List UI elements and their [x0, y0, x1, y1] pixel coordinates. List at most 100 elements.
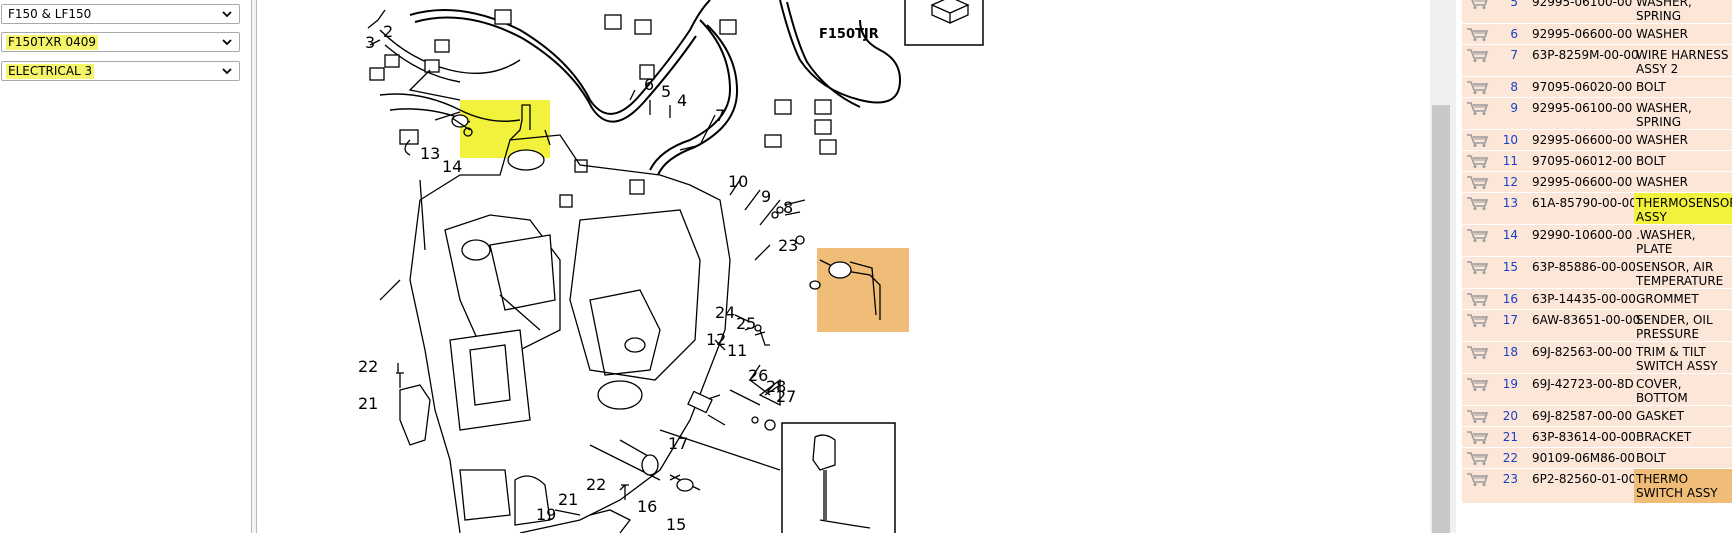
- add-to-cart-icon[interactable]: [1466, 26, 1490, 42]
- model-select[interactable]: F150 & LF150: [1, 4, 240, 24]
- variant-select[interactable]: F150TXR 0409: [1, 32, 240, 52]
- part-description: BOLT: [1636, 451, 1666, 465]
- part-number: 92995-06600-00: [1532, 133, 1633, 147]
- ref-number-link[interactable]: 11: [1502, 154, 1518, 168]
- category-select-value: ELECTRICAL 3: [6, 64, 95, 79]
- ref-number-link[interactable]: 14: [1502, 228, 1518, 242]
- ref-number-link[interactable]: 10: [1502, 133, 1518, 147]
- ref-number-link[interactable]: 20: [1502, 409, 1518, 423]
- svg-text:6: 6: [644, 75, 654, 94]
- part-number: 69J-82587-00-00: [1532, 409, 1633, 423]
- add-to-cart-icon[interactable]: [1466, 132, 1490, 148]
- svg-text:8: 8: [783, 198, 793, 217]
- add-to-cart-icon[interactable]: [1466, 100, 1490, 116]
- ref-number-link[interactable]: 16: [1502, 292, 1518, 306]
- ref-number-link[interactable]: 7: [1510, 48, 1518, 62]
- exploded-parts-diagram: 2 3 4 5 6 7 8 9 10 11 12 13 14 15 16 17 …: [260, 0, 1430, 533]
- add-to-cart-icon[interactable]: [1466, 291, 1490, 307]
- add-to-cart-icon[interactable]: [1466, 312, 1490, 328]
- svg-text:11: 11: [727, 341, 747, 360]
- add-to-cart-icon[interactable]: [1466, 174, 1490, 190]
- add-to-cart-icon[interactable]: [1466, 227, 1490, 243]
- part-number: 92995-06600-00: [1532, 175, 1633, 189]
- ref-number-link[interactable]: 17: [1502, 313, 1518, 327]
- part-number: 90109-06M86-00: [1532, 451, 1635, 465]
- part-description: .WASHER, PLATE: [1636, 228, 1696, 256]
- add-to-cart-icon[interactable]: [1466, 153, 1490, 169]
- svg-text:2: 2: [383, 22, 393, 41]
- svg-text:21: 21: [358, 394, 378, 413]
- category-select[interactable]: ELECTRICAL 3: [1, 61, 240, 81]
- part-number: 63P-14435-00-00: [1532, 292, 1636, 306]
- svg-text:9: 9: [761, 187, 771, 206]
- highlight-zone-23-25: [817, 248, 909, 332]
- svg-text:24: 24: [715, 303, 735, 322]
- ref-number-link[interactable]: 5: [1510, 0, 1518, 9]
- add-to-cart-icon[interactable]: [1466, 429, 1490, 445]
- part-description: TRIM & TILT SWITCH ASSY: [1636, 345, 1718, 373]
- svg-text:21: 21: [558, 490, 578, 509]
- ref-number-link[interactable]: 23: [1502, 472, 1518, 486]
- add-to-cart-icon[interactable]: [1466, 376, 1490, 392]
- add-to-cart-icon[interactable]: [1466, 47, 1490, 63]
- svg-text:17: 17: [668, 434, 688, 453]
- add-to-cart-icon[interactable]: [1466, 471, 1490, 487]
- ref-number-link[interactable]: 15: [1502, 260, 1518, 274]
- add-to-cart-icon[interactable]: [1466, 0, 1490, 10]
- svg-text:4: 4: [677, 91, 687, 110]
- scrollbar-thumb[interactable]: [1432, 105, 1450, 533]
- svg-text:22: 22: [586, 475, 606, 494]
- part-description: WASHER: [1636, 27, 1688, 41]
- chevron-down-icon: [222, 68, 232, 75]
- ref-number-link[interactable]: 18: [1502, 345, 1518, 359]
- part-number: 97095-06020-00: [1532, 80, 1633, 94]
- ref-number-link[interactable]: 13: [1502, 196, 1518, 210]
- svg-text:14: 14: [442, 157, 462, 176]
- diagram-scrollbar[interactable]: [1430, 0, 1456, 533]
- ref-number-link[interactable]: 8: [1510, 80, 1518, 94]
- add-to-cart-icon[interactable]: [1466, 259, 1490, 275]
- ref-number-link[interactable]: 19: [1502, 377, 1518, 391]
- ref-number-link[interactable]: 9: [1510, 101, 1518, 115]
- svg-text:16: 16: [637, 497, 657, 516]
- part-description: THERMO SWITCH ASSY: [1634, 469, 1732, 503]
- variant-select-value: F150TXR 0409: [6, 35, 99, 50]
- add-to-cart-icon[interactable]: [1466, 195, 1490, 211]
- part-description: SENSOR, AIR TEMPERATURE: [1636, 260, 1724, 288]
- ref-number-link[interactable]: 22: [1502, 451, 1518, 465]
- part-description: BOLT: [1636, 80, 1666, 94]
- part-number: 92995-06600-00: [1532, 27, 1633, 41]
- part-description: THERMOSENSOR ASSY: [1634, 193, 1732, 224]
- panel-splitter[interactable]: [251, 0, 257, 533]
- add-to-cart-icon[interactable]: [1466, 408, 1490, 424]
- svg-text:5: 5: [661, 82, 671, 101]
- part-number: 92995-06100-00: [1532, 101, 1633, 115]
- part-number: 92995-06100-00: [1532, 0, 1633, 9]
- part-description: WASHER, SPRING: [1636, 0, 1692, 23]
- part-description: WASHER: [1636, 175, 1688, 189]
- part-description: WASHER: [1636, 133, 1688, 147]
- part-number: 6P2-82560-01-00: [1532, 472, 1637, 486]
- ref-number-link[interactable]: 21: [1502, 430, 1518, 444]
- part-description: GASKET: [1636, 409, 1684, 423]
- part-description: GROMMET: [1636, 292, 1699, 306]
- ref-number-link[interactable]: 12: [1502, 175, 1518, 189]
- add-to-cart-icon[interactable]: [1466, 450, 1490, 466]
- ref-number-link[interactable]: 6: [1510, 27, 1518, 41]
- highlight-zone-13-14: [460, 100, 550, 158]
- svg-text:12: 12: [706, 330, 726, 349]
- add-to-cart-icon[interactable]: [1466, 79, 1490, 95]
- svg-text:15: 15: [666, 515, 686, 533]
- add-to-cart-icon[interactable]: [1466, 344, 1490, 360]
